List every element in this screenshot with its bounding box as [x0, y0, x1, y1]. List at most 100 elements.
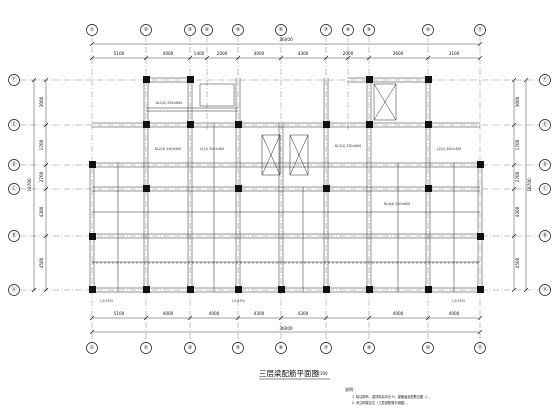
elevation-label: (-0.070)	[232, 299, 245, 303]
axis-bubble-left-E: Ⓑ	[8, 230, 20, 242]
axis-bubble-right-D: Ⓒ	[539, 183, 551, 195]
axis-bubble-top-2: ②	[140, 24, 152, 36]
axis-bubble-top-10: ⑩	[422, 24, 434, 36]
svg-text:2000: 2000	[217, 51, 228, 56]
svg-text:4000: 4000	[209, 311, 220, 316]
svg-text:4300: 4300	[254, 311, 265, 316]
axis-bubble-top-11: ⑪	[474, 24, 486, 36]
notes-block: 说明： 1. 除注明外，梁顶标高均为 H，梁截面及配筋见图（）。 2. 未注明梁…	[345, 386, 433, 405]
axis-bubble-right-E: Ⓑ	[539, 230, 551, 242]
svg-text:1700: 1700	[515, 139, 520, 150]
axis-bubble-bottom-8: ⑩	[422, 342, 434, 354]
axis-bubble-top-3: ③	[184, 24, 196, 36]
axis-bubble-top-7: ⑦	[320, 24, 332, 36]
beam-label: L2(2) 200×450	[437, 147, 461, 151]
svg-text:4500: 4500	[515, 257, 520, 268]
axis-bubble-left-D: Ⓒ	[8, 183, 20, 195]
axis-bubble-top-1: ①	[86, 24, 98, 36]
axis-bubble-left-A: Ⓕ	[8, 74, 20, 86]
svg-text:4300: 4300	[298, 51, 309, 56]
svg-text:4300: 4300	[298, 311, 309, 316]
axis-bubble-bottom-9: ⑪	[474, 342, 486, 354]
svg-text:3100: 3100	[449, 51, 460, 56]
axis-bubble-right-B: Ⓔ	[539, 119, 551, 131]
elevation-label: (-0.070)	[100, 299, 113, 303]
top-segment-dimensions: 5100 4000 1400 2000 4000 4300 2000 3600 …	[114, 51, 460, 56]
axis-bubble-right-F: Ⓐ	[539, 284, 551, 296]
axis-bubble-bottom-5: ⑥	[275, 342, 287, 354]
left-dimension-texts: 18700 3000 1700 2700 4300 4500	[27, 96, 44, 268]
bottom-dimensions	[89, 315, 483, 335]
svg-text:③: ③	[188, 27, 192, 33]
axis-bubble-right-A: Ⓕ	[539, 74, 551, 86]
svg-text:⑪: ⑪	[477, 344, 482, 351]
right-dimension-texts: 18700 3000 1700 2700 4300 4500	[515, 96, 532, 268]
top-axis-bubbles: ① ② ③ ④ ⑤ ⑥ ⑦ ⑧ ⑨ ⑩ ⑪	[86, 24, 486, 36]
bottom-segment-dimensions: 5100 4000 4000 4300 4300 4000 4000	[114, 311, 460, 316]
svg-text:2700: 2700	[39, 171, 44, 182]
columns	[89, 76, 484, 293]
svg-text:3600: 3600	[393, 51, 404, 56]
svg-text:①: ①	[90, 27, 95, 33]
svg-text:18700: 18700	[27, 178, 32, 192]
svg-text:Ⓒ: Ⓒ	[542, 185, 547, 192]
beam-outlines	[89, 77, 483, 293]
axis-bubble-left-F: Ⓐ	[8, 284, 20, 296]
svg-text:1700: 1700	[39, 139, 44, 150]
svg-text:Ⓐ: Ⓐ	[11, 286, 16, 293]
axis-grid-lines	[20, 36, 539, 342]
svg-text:4000: 4000	[393, 311, 404, 316]
elevation-label: (-0.070)	[452, 299, 465, 303]
svg-text:4500: 4500	[39, 257, 44, 268]
svg-text:Ⓔ: Ⓔ	[11, 121, 16, 128]
svg-text:②: ②	[144, 27, 149, 33]
svg-text:⑤: ⑤	[236, 27, 240, 33]
axis-bubble-top-5: ⑤	[232, 24, 244, 36]
svg-text:⑨: ⑨	[367, 345, 371, 351]
axis-bubble-top-8: ⑧	[342, 24, 354, 36]
axis-bubble-bottom-2: ②	[140, 342, 152, 354]
svg-text:Ⓕ: Ⓕ	[542, 76, 547, 83]
notes-heading: 说明：	[345, 386, 357, 392]
svg-text:3000: 3000	[515, 96, 520, 107]
beam-label: KL2(3) 250×500	[155, 147, 181, 151]
svg-text:5100: 5100	[114, 51, 125, 56]
svg-text:⑥: ⑥	[279, 345, 284, 351]
note-line: 2. 未注明梁定位（三层梁配筋平面图）。	[352, 400, 410, 405]
svg-text:4000: 4000	[163, 311, 174, 316]
axis-bubble-top-6: ⑥	[275, 24, 287, 36]
svg-text:18700: 18700	[527, 178, 532, 192]
svg-text:4000: 4000	[449, 311, 460, 316]
svg-text:⑦: ⑦	[324, 345, 329, 351]
axis-bubble-bottom-6: ⑦	[320, 342, 332, 354]
svg-text:Ⓔ: Ⓔ	[542, 121, 547, 128]
beam-label: KL1(2) 250×600	[156, 101, 182, 105]
axis-bubble-bottom-4: ⑤	[232, 342, 244, 354]
right-axis-bubbles: Ⓕ Ⓔ Ⓓ Ⓒ Ⓑ Ⓐ	[539, 74, 551, 296]
axis-bubble-left-B: Ⓔ	[8, 119, 20, 131]
axis-bubble-top-4: ④	[201, 24, 213, 36]
axis-bubble-right-C: Ⓓ	[539, 159, 551, 171]
svg-text:⑪: ⑪	[477, 26, 482, 33]
svg-text:2000: 2000	[343, 51, 354, 56]
svg-text:④: ④	[205, 27, 210, 33]
axis-bubble-top-9: ⑨	[363, 24, 375, 36]
beam-label: KL3(1) 250×600	[335, 144, 361, 148]
svg-text:Ⓐ: Ⓐ	[542, 286, 547, 293]
drawing-scale: 1:100	[316, 371, 328, 376]
axis-bubble-left-C: Ⓓ	[8, 159, 20, 171]
svg-text:①: ①	[90, 345, 95, 351]
svg-text:⑥: ⑥	[279, 27, 284, 33]
drawing-title-block: 三层梁配筋平面图 1:100	[259, 368, 330, 380]
drawing-title: 三层梁配筋平面图	[259, 368, 319, 378]
beam-annotations: KL1(2) 250×600 KL2(3) 250×500 L1(1) 200×…	[100, 101, 465, 303]
left-axis-bubbles: Ⓕ Ⓔ Ⓓ Ⓒ Ⓑ Ⓐ	[8, 74, 20, 296]
axis-bubble-bottom-3: ③	[184, 342, 196, 354]
axis-bubble-bottom-1: ①	[86, 342, 98, 354]
top-dimensions	[89, 41, 483, 61]
svg-text:⑩: ⑩	[426, 345, 431, 351]
svg-text:⑨: ⑨	[367, 27, 371, 33]
bottom-axis-bubbles: ① ② ③ ⑤ ⑥ ⑦ ⑨ ⑩ ⑪	[86, 342, 486, 354]
svg-text:③: ③	[188, 345, 192, 351]
